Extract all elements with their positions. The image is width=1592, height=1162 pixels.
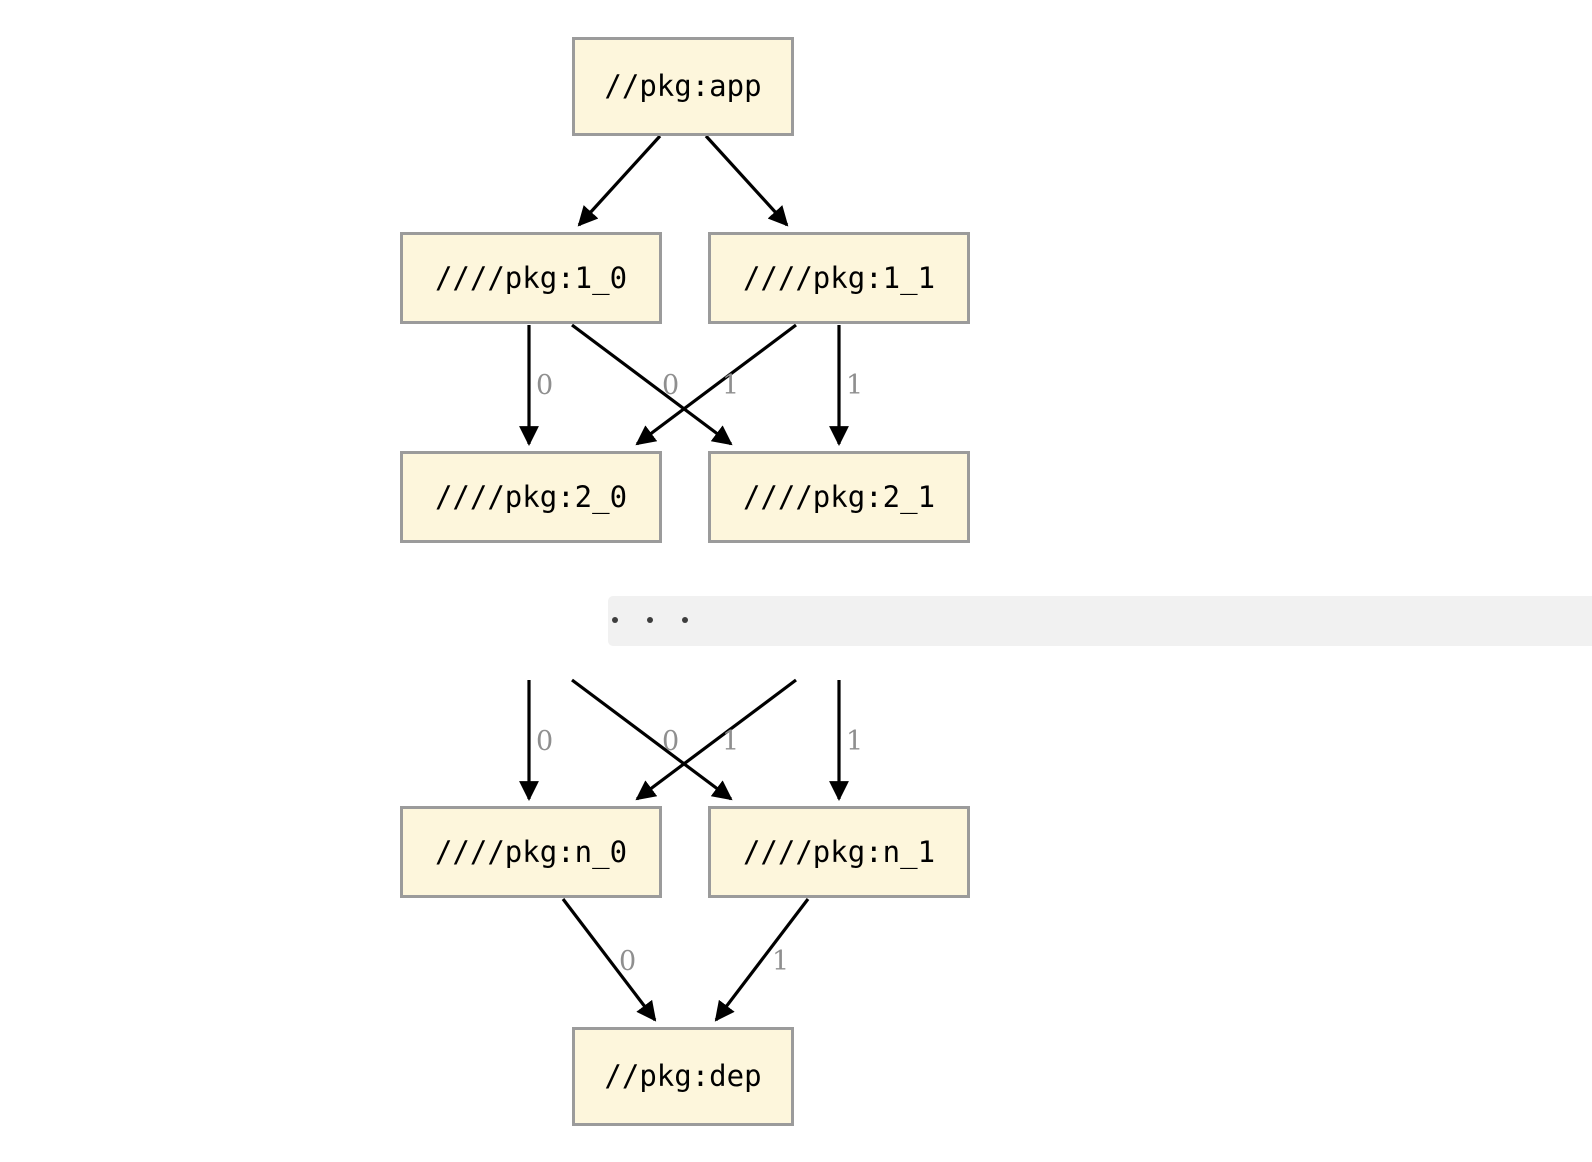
graph-node-label: ////pkg:n_0 bbox=[434, 834, 628, 869]
graph-node-app[interactable]: //pkg:app bbox=[572, 37, 794, 136]
ellipsis-dot bbox=[682, 617, 688, 623]
graph-edge-label: 0 bbox=[662, 726, 680, 757]
graph-edge bbox=[571, 678, 733, 801]
graph-edge-label: 0 bbox=[662, 370, 680, 401]
ellipsis-dot bbox=[612, 617, 618, 623]
graph-node-label: ////pkg:2_0 bbox=[434, 479, 628, 514]
graph-node-label: ////pkg:1_1 bbox=[742, 260, 936, 295]
graph-node-label: //pkg:app bbox=[604, 69, 762, 103]
graph-edge bbox=[714, 898, 810, 1022]
graph-edge-label: 1 bbox=[846, 370, 864, 401]
graph-edge bbox=[704, 134, 789, 227]
graph-node-dep[interactable]: //pkg:dep bbox=[572, 1027, 794, 1126]
edges-group bbox=[519, 134, 849, 1022]
graph-node-nn_1[interactable]: ////pkg:n_1 bbox=[708, 806, 970, 898]
graph-edge-label: 1 bbox=[722, 370, 740, 401]
graph-node-n2_0[interactable]: ////pkg:2_0 bbox=[400, 451, 662, 543]
graph-edge-label: 1 bbox=[846, 726, 864, 757]
graph-edge-label: 0 bbox=[536, 370, 554, 401]
graph-edge-label: 1 bbox=[772, 946, 790, 977]
graph-node-label: ////pkg:n_1 bbox=[742, 834, 936, 869]
graph-node-label: //pkg:dep bbox=[604, 1059, 762, 1093]
ellipsis-dots bbox=[612, 617, 688, 623]
graph-edge bbox=[635, 323, 797, 446]
graph-edge bbox=[635, 678, 797, 801]
graph-node-nn_0[interactable]: ////pkg:n_0 bbox=[400, 806, 662, 898]
graph-edge-label: 1 bbox=[722, 726, 740, 757]
graph-edge-label: 0 bbox=[619, 946, 637, 977]
graph-edge-label: 0 bbox=[536, 726, 554, 757]
ellipsis-dot bbox=[647, 617, 653, 623]
graph-node-n2_1[interactable]: ////pkg:2_1 bbox=[708, 451, 970, 543]
graph-edge bbox=[561, 898, 657, 1022]
graph-edge bbox=[571, 323, 733, 446]
ellipsis-band bbox=[608, 596, 1592, 646]
graph-node-label: ////pkg:2_1 bbox=[742, 479, 936, 514]
graph-node-n1_0[interactable]: ////pkg:1_0 bbox=[400, 232, 662, 324]
graph-node-label: ////pkg:1_0 bbox=[434, 260, 628, 295]
graph-edge bbox=[577, 134, 662, 227]
graph-node-n1_1[interactable]: ////pkg:1_1 bbox=[708, 232, 970, 324]
